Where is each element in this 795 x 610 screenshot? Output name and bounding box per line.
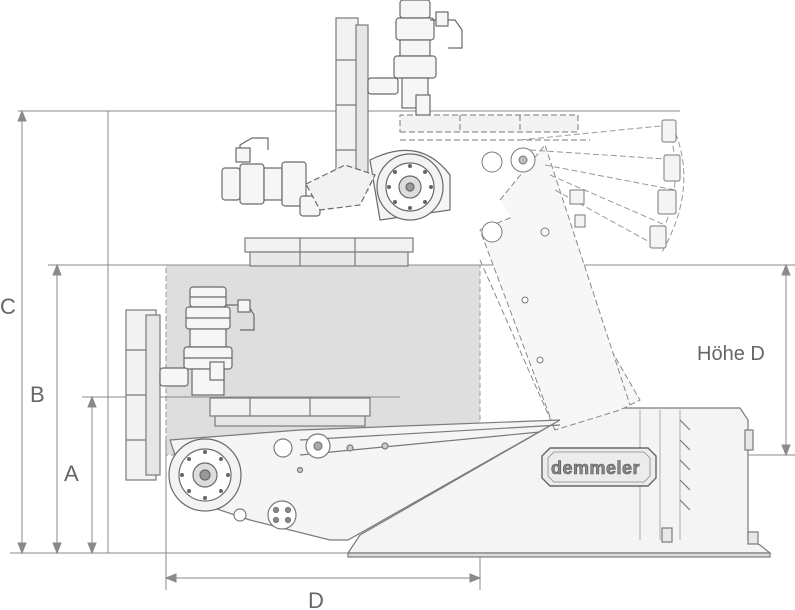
- swing-arm-holes: [481, 147, 550, 364]
- dim-label-c: C: [0, 294, 16, 319]
- dim-label-b: B: [30, 382, 45, 407]
- upper-bottom-plate: [244, 237, 414, 267]
- dim-label-d: D: [308, 588, 324, 610]
- lower-table: [209, 397, 371, 427]
- brand-logo-text: demmeler: [551, 458, 640, 478]
- upper-face-plate: [335, 17, 369, 199]
- dimension-lines: [10, 110, 795, 590]
- upper-motor-horizontal: [221, 137, 376, 217]
- lower-motor: [159, 286, 255, 396]
- brand-badge: demmeler: [541, 447, 657, 487]
- dim-label-hoehe-d: Höhe D: [697, 343, 765, 365]
- lower-face-plate: [125, 309, 161, 481]
- upper-motor-vertical: [367, 0, 463, 116]
- dimension-arrows: [17, 109, 791, 583]
- upper-tilt-drive: [369, 149, 451, 221]
- dim-label-a: A: [64, 461, 79, 486]
- upper-table: [399, 114, 590, 141]
- swing-arm: [479, 143, 641, 431]
- tilt-ghost-motors: [569, 119, 681, 249]
- lower-rotary-drive: [168, 438, 242, 512]
